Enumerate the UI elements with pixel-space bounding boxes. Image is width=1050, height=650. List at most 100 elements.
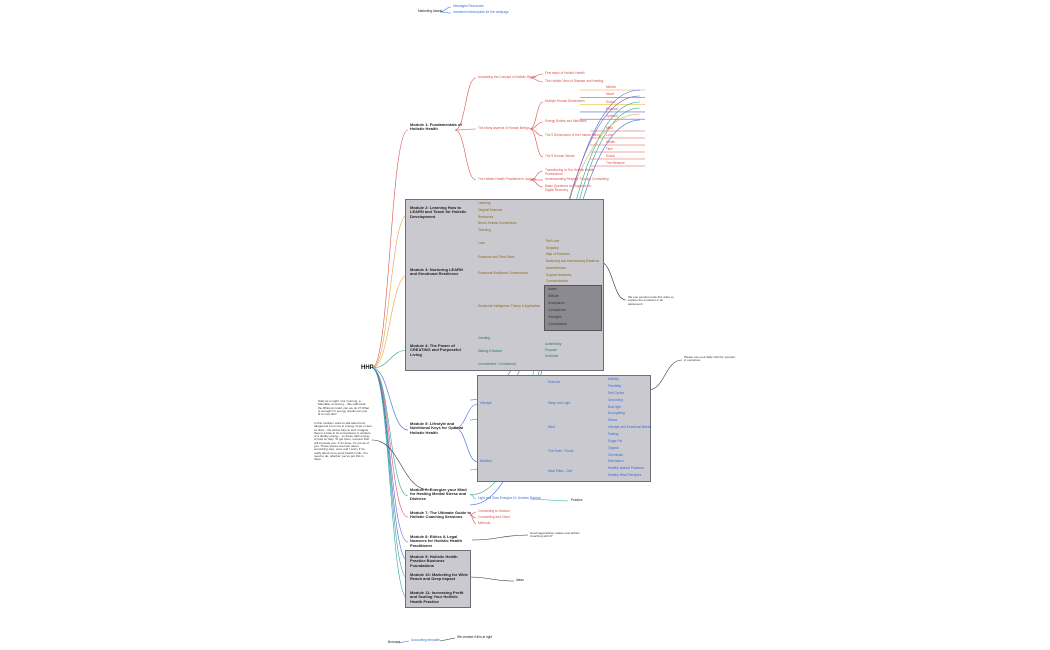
m1-journey-1[interactable]: Understanding Respect Through Counsellin…	[545, 177, 609, 181]
m1-unpack-edge-1	[529, 77, 544, 83]
m3-branch-cornerstones[interactable]: Emotional Resilience Cornerstones	[478, 271, 528, 275]
m1-dimension-b-4[interactable]: Social	[606, 154, 615, 158]
m5-sleep-1[interactable]: Grounding	[608, 397, 623, 402]
m3-branch-emotions[interactable]: Emotions and Their Roles	[478, 255, 515, 259]
marketing-assets-node[interactable]: Marketing Assets	[418, 9, 443, 13]
m5-plate-2[interactable]: Organic	[608, 446, 620, 450]
module-2-node[interactable]: Module 2: Learning How to LEARN and Teac…	[410, 205, 467, 219]
m1-journey-2[interactable]: Basic Questions for Organize for Digital…	[545, 184, 592, 192]
m5-branch-lifestyle[interactable]: Lifestyle	[480, 401, 492, 405]
m3-emotion-0[interactable]: Self Love	[546, 239, 560, 243]
m1-branch-unpacking[interactable]: Unpacking the Concept of Holistic Health	[478, 75, 536, 79]
m2-item-4[interactable]: Teaching	[478, 228, 491, 233]
module-1-node[interactable]: Module 1: Fundamentals of Holistic Healt…	[410, 122, 462, 132]
module-9-node[interactable]: Module 9: Holistic Health Practice Busin…	[410, 554, 458, 568]
m3-emotion-3[interactable]: Balancing and Harmonizing Emotions	[546, 259, 600, 264]
m1-dimension-a-0[interactable]: Mental	[606, 85, 616, 89]
m1-dimension-b-0[interactable]: Mind	[606, 126, 613, 130]
m2-item-2[interactable]: Resources	[478, 214, 494, 219]
m2-item-1[interactable]: Original Essence	[478, 207, 503, 212]
m4-branch-commitment[interactable]: Commitment / Consistency	[478, 362, 517, 366]
m3-emotion-4[interactable]: Assertiveness	[546, 265, 566, 270]
module-11-node[interactable]: Module 11: Increasing Profit and Scaling…	[410, 590, 464, 604]
m5-sleep-0[interactable]: Self Cycles	[608, 391, 624, 395]
m5-diet-1[interactable]: Healthy Natural Practices	[608, 465, 644, 470]
m5-exercise-1[interactable]: Flexibility	[608, 383, 622, 388]
m5-lifestyle-0[interactable]: Exercise	[548, 380, 561, 384]
m5-plate-0[interactable]: Fasting	[608, 432, 619, 436]
m1-unpacking-1[interactable]: The Holistic View of Disease and Healing	[545, 79, 604, 83]
m5-branch-nutrition[interactable]: Nutrition	[480, 459, 492, 463]
m2-item-0[interactable]: Learning	[478, 201, 491, 205]
m5-diet-0[interactable]: Elimination	[608, 459, 624, 463]
m1-branch-aspects[interactable]: The Many Aspects of Human Beings	[478, 126, 530, 130]
m1-dimension-b-1[interactable]: Love	[606, 133, 613, 137]
m7-item-2[interactable]: Methods	[478, 521, 491, 525]
m1-dimension-b-3[interactable]: Time	[606, 147, 613, 151]
m4-sub-0[interactable]: Authenticity	[545, 342, 562, 346]
module-5-node[interactable]: Module 5: Lifestyle and Nutritional Keys…	[410, 421, 464, 435]
m3-ei-item-3[interactable]: Competence	[548, 308, 567, 312]
m1-journey-0[interactable]: Transitioning to The Holistic Health Pro…	[545, 168, 595, 176]
root-node[interactable]: HHP	[361, 365, 374, 371]
m4-branch-natural[interactable]: Making it Natural	[478, 349, 502, 353]
m5-plate-1[interactable]: Sugar Fat	[608, 439, 622, 443]
m4-sub-2[interactable]: Gratitude	[545, 354, 559, 358]
m1-dimension-a-3[interactable]: Physical	[606, 106, 618, 111]
m5-sleep-4[interactable]: Stress	[608, 418, 618, 423]
m1-aspects-2[interactable]: The 5 Dimensions of the Human Being	[545, 133, 600, 137]
m1-edge-2	[454, 129, 477, 181]
module-10-node[interactable]: Module 10: Marketing for Wide Reach and …	[410, 572, 468, 582]
m6-leaf[interactable]: Practice	[571, 498, 583, 502]
module-7-node[interactable]: Module 7: The Ultimate Guide to Holistic…	[410, 510, 472, 520]
m5-nutrition-1[interactable]: Meal Plans - Diet	[548, 469, 573, 473]
m3-emotion-6[interactable]: Communication	[546, 279, 569, 284]
bonuses-node[interactable]: Bonuses	[388, 640, 401, 644]
m3-emotion-2[interactable]: Map of Emotions	[546, 252, 570, 257]
m1-aspects-1[interactable]: Energy Bodies and Meridians	[545, 119, 587, 123]
m7-item-0[interactable]: Connecting to Session	[478, 509, 510, 513]
m1-dimension-a-4[interactable]: Spiritual	[606, 114, 618, 119]
m5-note: Please use your daily visit the 'pomelo'…	[684, 355, 736, 363]
module-8-node[interactable]: Module 8: Ethics & Legal Nuances for Hol…	[410, 534, 463, 548]
m3-ei-item-5[interactable]: Consolidation	[548, 322, 568, 326]
m5-sleep-3[interactable]: Eco-lighting	[608, 411, 625, 416]
m1-dimension-b-5[interactable]: The Measure	[606, 161, 625, 165]
bonuses-child[interactable]: Accounting template	[411, 638, 440, 642]
m5-sleep-5[interactable]: Lifestyle and Emotional Barrier	[608, 425, 652, 429]
m1-dimension-a-1[interactable]: Moral	[606, 92, 614, 97]
m10-leaf[interactable]: Ideas	[516, 578, 524, 582]
marketing-child-0[interactable]: Messages Resources	[453, 4, 484, 8]
m6-item-0[interactable]: Light and Slow Energize Dr. Andrew Flatc…	[478, 496, 542, 500]
m5-exercise-0[interactable]: Mobility	[608, 377, 619, 381]
m5-plate-3[interactable]: Chemicals	[608, 453, 623, 457]
m4-sub-1[interactable]: Purpose	[545, 348, 557, 352]
module-6-node[interactable]: Module 6: Energize your Mind for Healing…	[410, 487, 467, 501]
m4-branch-creating[interactable]: Creating	[478, 336, 491, 340]
m1-aspects-3[interactable]: The 5 Human Needs	[545, 154, 575, 158]
marketing-child-1[interactable]: Investment description for the webpage	[453, 10, 509, 14]
m3-ei-item-4[interactable]: Strengths	[548, 315, 562, 319]
m3-branch-love[interactable]: Love	[478, 241, 485, 245]
m3-emotion-1[interactable]: Empathy	[546, 245, 559, 250]
module-3-node[interactable]: Module 3: Nurturing LEARN and Emotional …	[410, 267, 463, 277]
m3-ei-item-0[interactable]: Aware	[548, 287, 557, 291]
m3-ei-item-1[interactable]: Attitude	[548, 294, 559, 298]
m1-dimension-b-2[interactable]: Health	[606, 140, 616, 144]
m1-aspects-0[interactable]: Multiple Human Dimensions	[545, 99, 585, 103]
m5-nutrition-0[interactable]: The Plate - Foods	[548, 449, 574, 453]
m3-branch-ei[interactable]: Emotional Intelligence: Theory & Applica…	[478, 304, 541, 308]
m5-lifestyle-2[interactable]: Mind	[548, 425, 555, 429]
m3-emotion-5[interactable]: Support Networks	[546, 272, 572, 277]
m1-unpacking-0[interactable]: First steps of Holistic Health	[545, 71, 585, 75]
m5-lifestyle-1[interactable]: Sleep and Light	[548, 401, 571, 405]
m1-edge-0	[454, 77, 477, 131]
m1-dimension-a-2[interactable]: Social	[606, 99, 615, 104]
m2-item-3[interactable]: Neuro-Holistic Connections	[478, 221, 517, 226]
m3-ei-item-2[interactable]: Acceptance	[548, 301, 565, 305]
m1-branch-journey[interactable]: The Holistic Health Practitioner's Journ…	[478, 177, 537, 181]
m7-item-1[interactable]: Counselling and Client	[478, 515, 510, 519]
m5-diet-2[interactable]: Healthy Meal Principles	[608, 472, 642, 477]
module-4-node[interactable]: Module 4: The Power of CREATING and Purp…	[410, 343, 461, 357]
m5-sleep-2[interactable]: Blue light	[608, 404, 622, 409]
